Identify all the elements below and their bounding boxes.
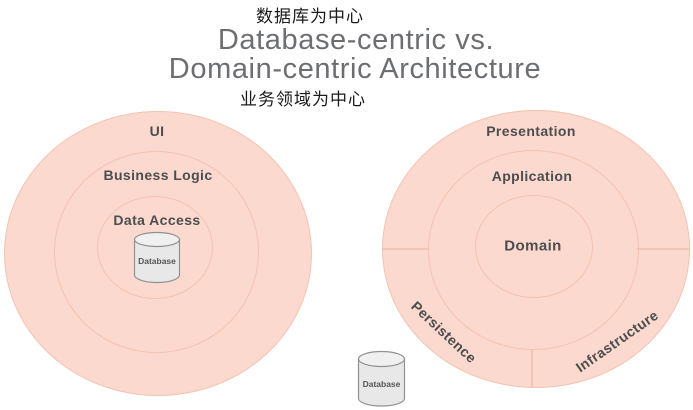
caption-domain-centric: 业务领域为中心	[240, 90, 366, 109]
database-cylinder-icon: Database	[133, 231, 181, 284]
page-title-line-1: Database-centric vs.	[217, 24, 495, 56]
domain-label: Domain	[504, 237, 562, 255]
segment-divider-bottom	[531, 349, 533, 388]
ring-business-logic	[54, 151, 259, 353]
segment-divider-right	[637, 248, 689, 250]
data-access-label: Data Access	[113, 212, 201, 228]
business-logic-label: Business Logic	[103, 167, 213, 183]
presentation-label: Presentation	[486, 123, 576, 139]
page-title-line-2: Domain-centric Architecture	[168, 53, 542, 85]
caption-database-centric: 数据库为中心	[256, 7, 364, 26]
ring-domain	[475, 195, 593, 298]
database-label: Database	[363, 379, 401, 389]
segment-divider-left	[383, 248, 429, 250]
database-cylinder-icon: Database	[357, 350, 406, 407]
database-label: Database	[138, 256, 176, 266]
ui-label: UI	[149, 123, 165, 139]
application-label: Application	[491, 168, 573, 184]
